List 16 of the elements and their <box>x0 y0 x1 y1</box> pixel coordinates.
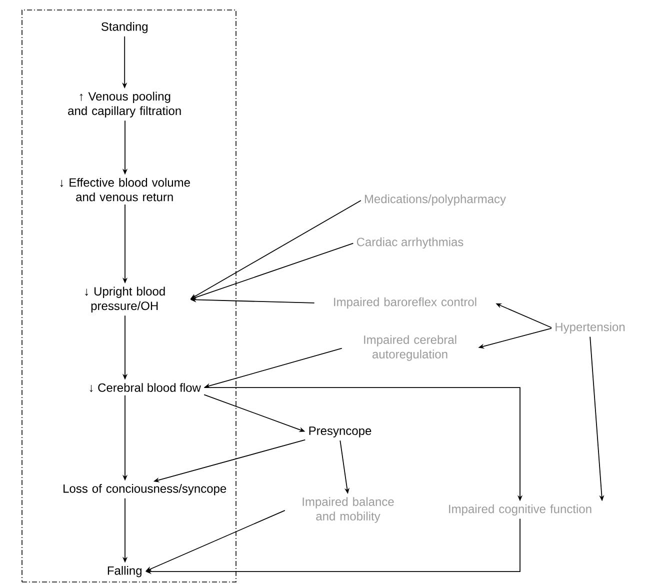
node-label: Cardiac arrhythmias <box>356 237 464 249</box>
node-label: Impaired balance and mobility <box>302 497 394 523</box>
node-label: Presyncope <box>309 426 372 438</box>
dashed-frame <box>22 10 236 582</box>
node-label: Medications/polypharmacy <box>364 194 506 206</box>
node-label: Hypertension <box>556 322 625 334</box>
node-label: Impaired cerebral autoregulation <box>364 335 456 361</box>
node-label: ↓ Cerebral blood flow <box>90 383 201 392</box>
node-label: Loss of conciousness/syncope <box>64 484 226 496</box>
node-label: ↑ Venous pooling and capillary filtration <box>68 92 181 118</box>
node-label: Standing <box>101 22 148 34</box>
node-label: ↓ Effective blood volume and venous return <box>60 178 190 202</box>
node-label: Impaired baroreflex control <box>334 297 476 309</box>
node-label: ↓ Upright blood pressure/OH <box>85 286 165 312</box>
node-label: Impaired cognitive function <box>449 504 592 516</box>
node-label: Falling <box>108 566 142 578</box>
